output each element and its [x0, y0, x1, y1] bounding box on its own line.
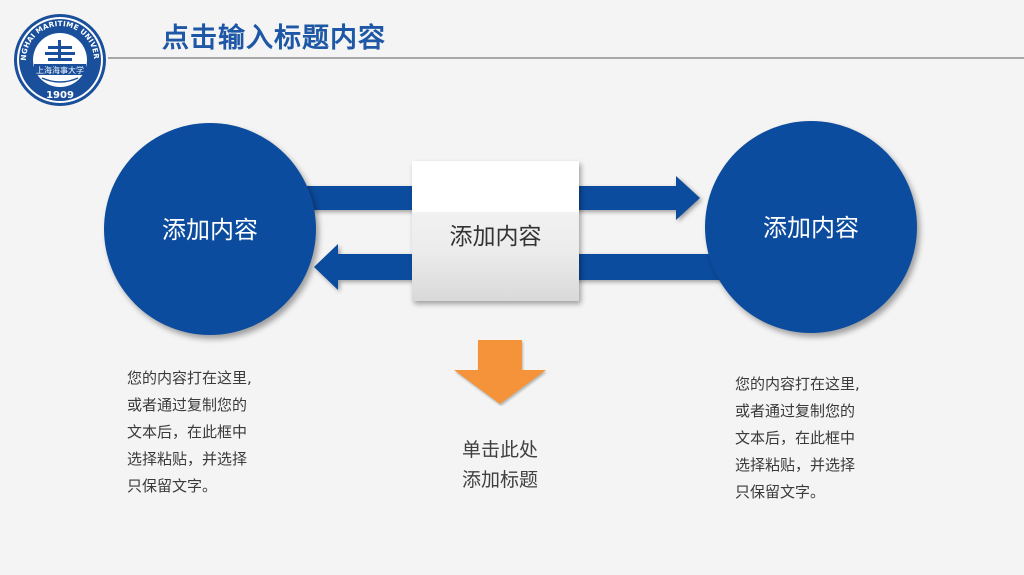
left-description[interactable]: 您的内容打在这里, 或者通过复制您的 文本后，在此框中 选择粘贴，并选择 只保留…: [127, 365, 307, 500]
center-node-label: 添加内容: [449, 224, 542, 250]
left-text-line: 或者通过复制您的: [127, 396, 248, 414]
ship-emblem: [45, 40, 75, 61]
right-text-line: 只保留文字。: [735, 483, 826, 501]
university-logo: SHANGHAI MARITIME UNIVERSITY 上海海事大学 1909: [12, 12, 106, 106]
left-node-circle[interactable]: 添加内容: [104, 123, 316, 335]
title-divider: [108, 57, 1024, 59]
right-node-label: 添加内容: [763, 213, 859, 242]
logo-chinese-name: 上海海事大学: [36, 65, 84, 75]
right-text-line: 选择粘贴，并选择: [735, 456, 856, 474]
center-node-box[interactable]: 添加内容: [412, 161, 579, 301]
caption-line-2: 添加标题: [461, 469, 538, 491]
right-text-line: 或者通过复制您的: [735, 402, 856, 420]
down-arrow: [454, 340, 546, 404]
right-node-circle[interactable]: 添加内容: [705, 121, 917, 333]
right-text-line: 您的内容打在这里,: [735, 375, 860, 393]
caption-line-1: 单击此处: [461, 439, 538, 461]
left-text-line: 文本后，在此框中: [127, 423, 248, 441]
left-text-line: 您的内容打在这里,: [127, 369, 252, 387]
right-description[interactable]: 您的内容打在这里, 或者通过复制您的 文本后，在此框中 选择粘贴，并选择 只保留…: [735, 371, 915, 506]
page-title[interactable]: 点击输入标题内容: [162, 23, 386, 54]
right-text-line: 文本后，在此框中: [735, 429, 856, 447]
logo-year: 1909: [46, 90, 74, 101]
caption-title[interactable]: 单击此处 添加标题: [440, 435, 560, 495]
left-text-line: 选择粘贴，并选择: [127, 450, 248, 468]
left-text-line: 只保留文字。: [127, 477, 218, 495]
left-node-label: 添加内容: [162, 215, 258, 244]
